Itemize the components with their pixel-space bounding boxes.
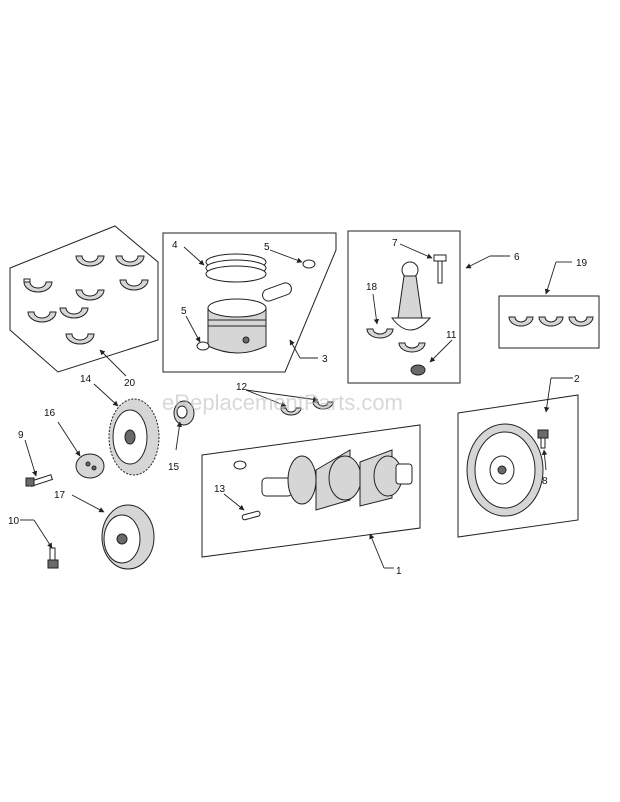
callout-5-lower: 5 bbox=[181, 306, 187, 317]
snap-ring-lower[interactable] bbox=[196, 341, 210, 351]
flywheel-box bbox=[457, 394, 579, 538]
callout-20: 20 bbox=[124, 378, 136, 389]
flywheel-bolt[interactable] bbox=[537, 429, 549, 449]
crank-pulley[interactable] bbox=[101, 504, 155, 570]
callout-8: 8 bbox=[542, 476, 548, 487]
callout-11: 11 bbox=[446, 330, 457, 341]
rod-bolt[interactable] bbox=[433, 254, 447, 284]
crankshaft-key[interactable] bbox=[241, 510, 261, 521]
main-bearing-shell[interactable] bbox=[65, 333, 95, 345]
main-bearing-shell[interactable] bbox=[119, 279, 149, 291]
rod-bearing-upper[interactable] bbox=[366, 328, 394, 339]
callout-19: 19 bbox=[576, 258, 588, 269]
snap-ring-upper[interactable] bbox=[302, 259, 316, 269]
callout-10: 10 bbox=[8, 516, 20, 527]
rod-bearing-set-box bbox=[498, 295, 600, 349]
callout-12: 12 bbox=[236, 382, 248, 393]
leader-lines bbox=[20, 243, 573, 569]
flywheel[interactable] bbox=[466, 423, 544, 517]
callout-18: 18 bbox=[366, 282, 378, 293]
bolt-9[interactable] bbox=[25, 474, 54, 487]
piston[interactable] bbox=[207, 298, 267, 354]
main-bearing-shell[interactable] bbox=[115, 255, 145, 267]
crank-gear[interactable] bbox=[108, 398, 160, 476]
rod-bearing-lower[interactable] bbox=[398, 342, 426, 353]
main-bearing-shell[interactable] bbox=[23, 278, 53, 293]
callout-1: 1 bbox=[396, 566, 402, 577]
callout-3: 3 bbox=[322, 354, 328, 365]
connecting-rod-box bbox=[347, 230, 461, 384]
main-bearing-shell[interactable] bbox=[27, 311, 57, 323]
crankshaft-box bbox=[201, 424, 421, 558]
bolt-10[interactable] bbox=[47, 547, 59, 569]
callout-6: 6 bbox=[514, 252, 520, 263]
callout-15: 15 bbox=[168, 462, 180, 473]
main-bearing-shell[interactable] bbox=[75, 289, 105, 301]
piston-assembly-box bbox=[162, 232, 337, 373]
crankshaft[interactable] bbox=[233, 449, 413, 511]
bearing-shell[interactable] bbox=[538, 316, 564, 327]
rod-nut[interactable] bbox=[410, 364, 426, 376]
thrust-plate[interactable] bbox=[75, 453, 105, 479]
bearing-shell[interactable] bbox=[568, 316, 594, 327]
piston-rings[interactable] bbox=[205, 253, 267, 283]
callout-14: 14 bbox=[80, 374, 92, 385]
callout-13: 13 bbox=[214, 484, 226, 495]
main-bearing-shell[interactable] bbox=[75, 255, 105, 267]
piston-pin[interactable] bbox=[261, 281, 293, 303]
main-bearing-set-box bbox=[9, 225, 159, 373]
callout-9: 9 bbox=[18, 430, 24, 441]
watermark-text: eReplacementParts.com bbox=[162, 390, 403, 415]
thrust-washer-upper[interactable] bbox=[280, 407, 302, 416]
callout-17: 17 bbox=[54, 490, 66, 501]
callout-4: 4 bbox=[172, 240, 178, 251]
callout-labels: 1 2 3 4 5 5 6 7 8 9 10 11 12 13 14 15 16… bbox=[8, 238, 588, 577]
callout-16: 16 bbox=[44, 408, 56, 419]
callout-2: 2 bbox=[574, 374, 580, 385]
callout-5-upper: 5 bbox=[264, 242, 270, 253]
callout-7: 7 bbox=[392, 238, 398, 249]
main-bearing-shell[interactable] bbox=[59, 307, 89, 319]
gear-bushing[interactable] bbox=[173, 400, 195, 426]
bearing-shell[interactable] bbox=[508, 316, 534, 327]
connecting-rod[interactable] bbox=[390, 261, 432, 331]
thrust-washer-lower[interactable] bbox=[312, 401, 334, 410]
